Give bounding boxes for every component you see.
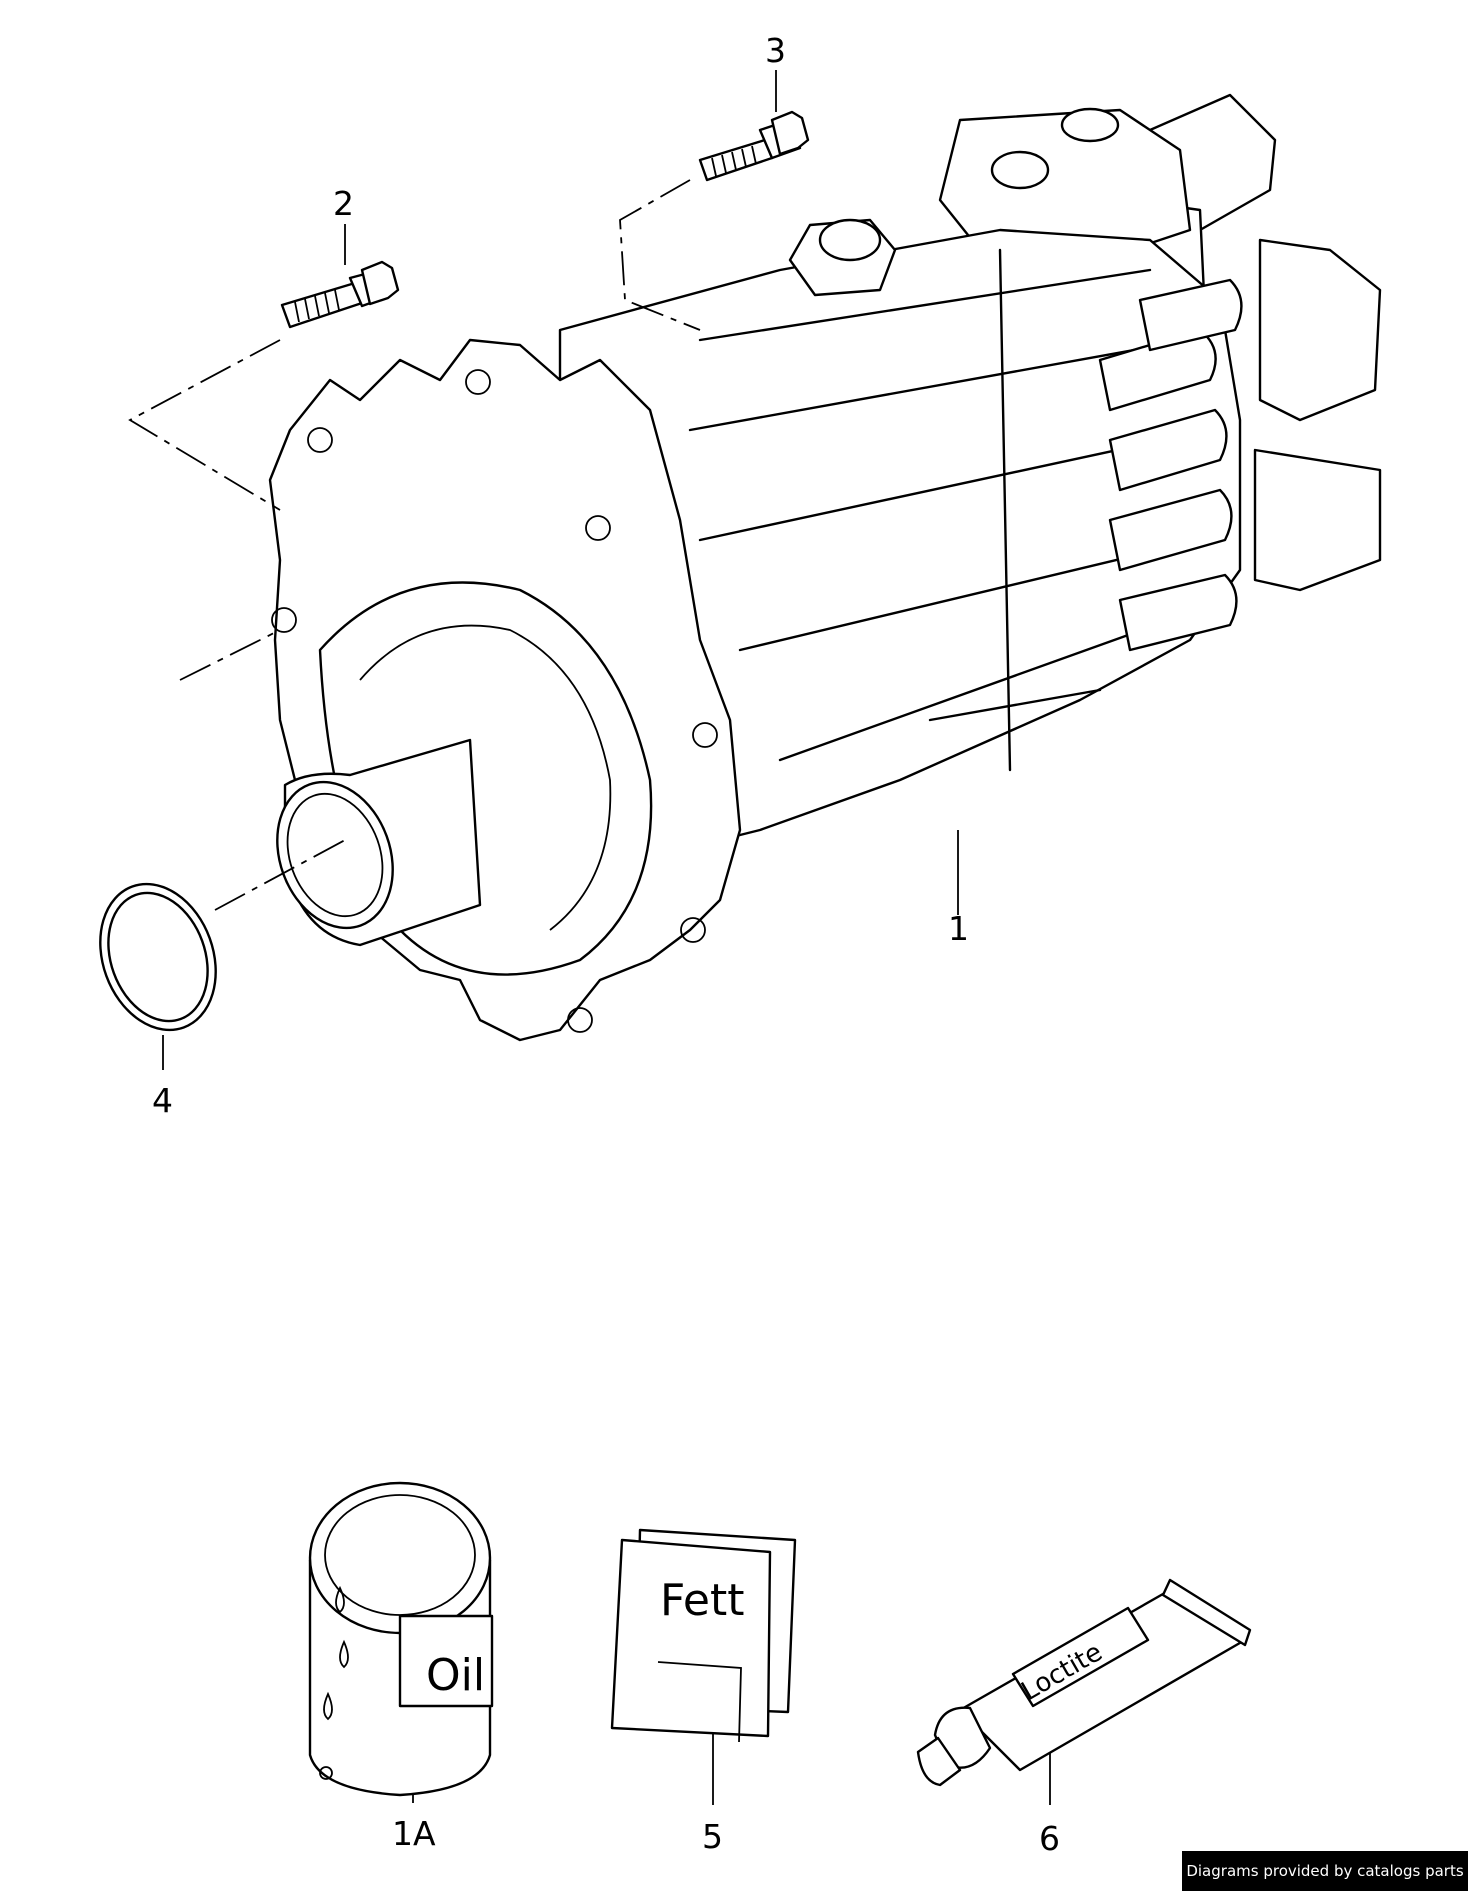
seal-ring-4[interactable]: [81, 868, 236, 1047]
callout-6: 6: [1039, 1819, 1060, 1858]
callout-1a: 1A: [392, 1814, 436, 1853]
bolt-3[interactable]: [698, 110, 810, 182]
oil-label-text: Oil: [426, 1650, 485, 1701]
compressor-assembly[interactable]: [258, 93, 1382, 1042]
callout-2: 2: [333, 184, 354, 223]
oil-can-1a[interactable]: Oil: [308, 1481, 494, 1797]
callout-4: 4: [152, 1081, 173, 1120]
oil-label-panel: [398, 1614, 494, 1708]
callout-3: 3: [765, 31, 786, 70]
oil-drop-icon: [339, 1639, 349, 1669]
callout-1: 1: [948, 909, 969, 948]
footer-credit-badge: Diagrams provided by catalogs parts: [1182, 1851, 1468, 1891]
loctite-tube-6[interactable]: Loctite: [916, 1578, 1252, 1787]
fett-label-text: Fett: [660, 1575, 744, 1626]
bolt-2[interactable]: [280, 260, 400, 329]
callout-5: 5: [702, 1817, 723, 1856]
oil-drop-icon: [323, 1691, 333, 1721]
oil-drop-icon: [335, 1585, 345, 1614]
grease-packet-5[interactable]: Fett: [610, 1528, 797, 1743]
assembly-lines: [128, 179, 701, 911]
